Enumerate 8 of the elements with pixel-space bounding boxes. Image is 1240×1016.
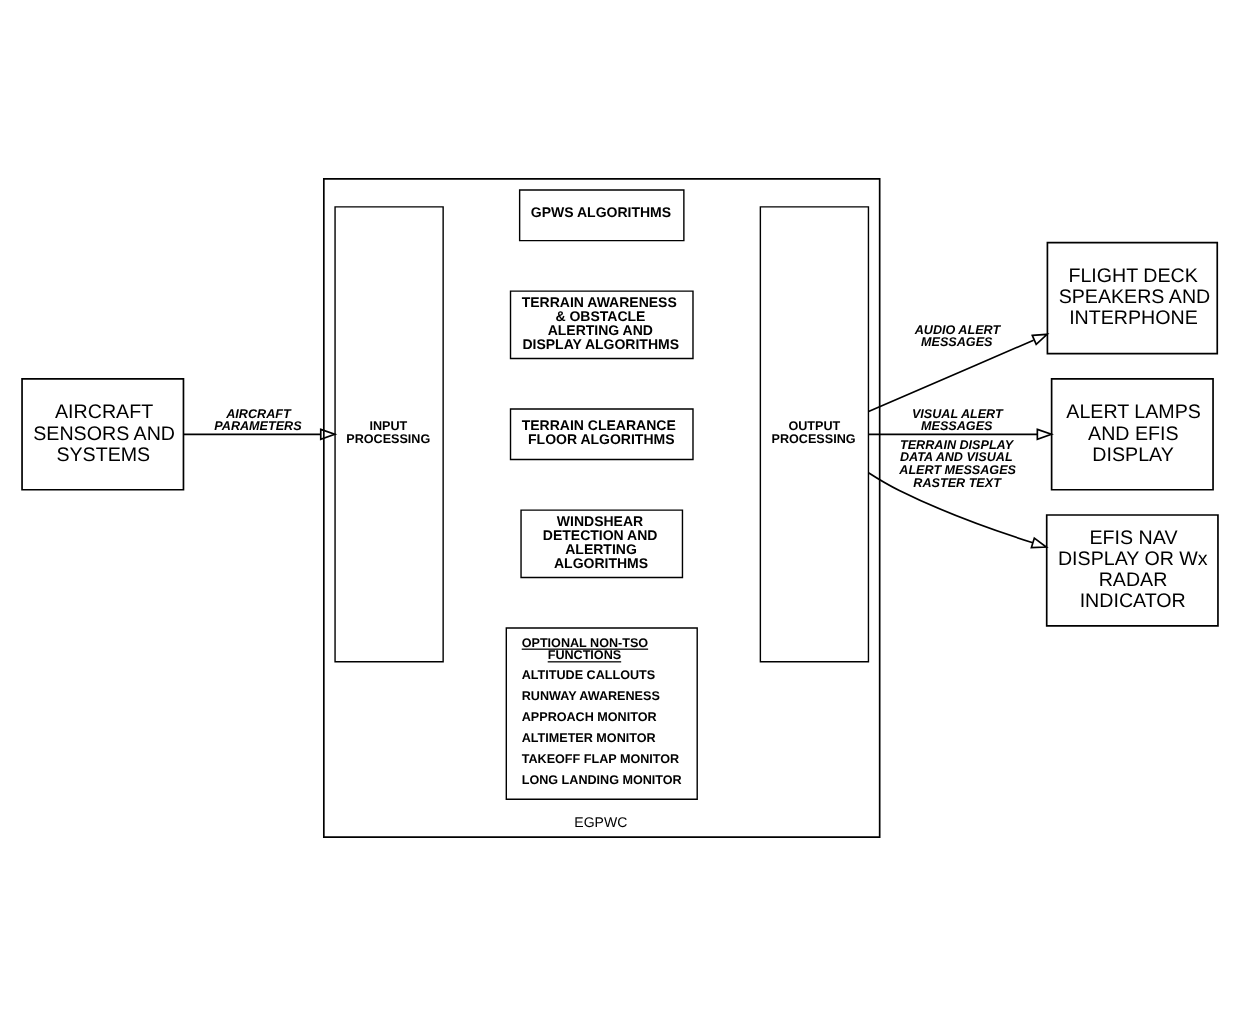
arrow (182, 428, 338, 441)
arrow (867, 428, 1054, 441)
arrow (867, 333, 1050, 413)
node-box: ALERT LAMPS AND EFIS DISPLAY (1050, 378, 1214, 491)
node-box: AIRCRAFT SENSORS AND SYSTEMS (21, 378, 185, 491)
node-box: FLIGHT DECK SPEAKERS AND INTERPHONE (1046, 241, 1219, 355)
arrow (867, 471, 1049, 549)
node-box: EFIS NAV DISPLAY OR Wx RADAR INDICATOR (1045, 514, 1219, 627)
